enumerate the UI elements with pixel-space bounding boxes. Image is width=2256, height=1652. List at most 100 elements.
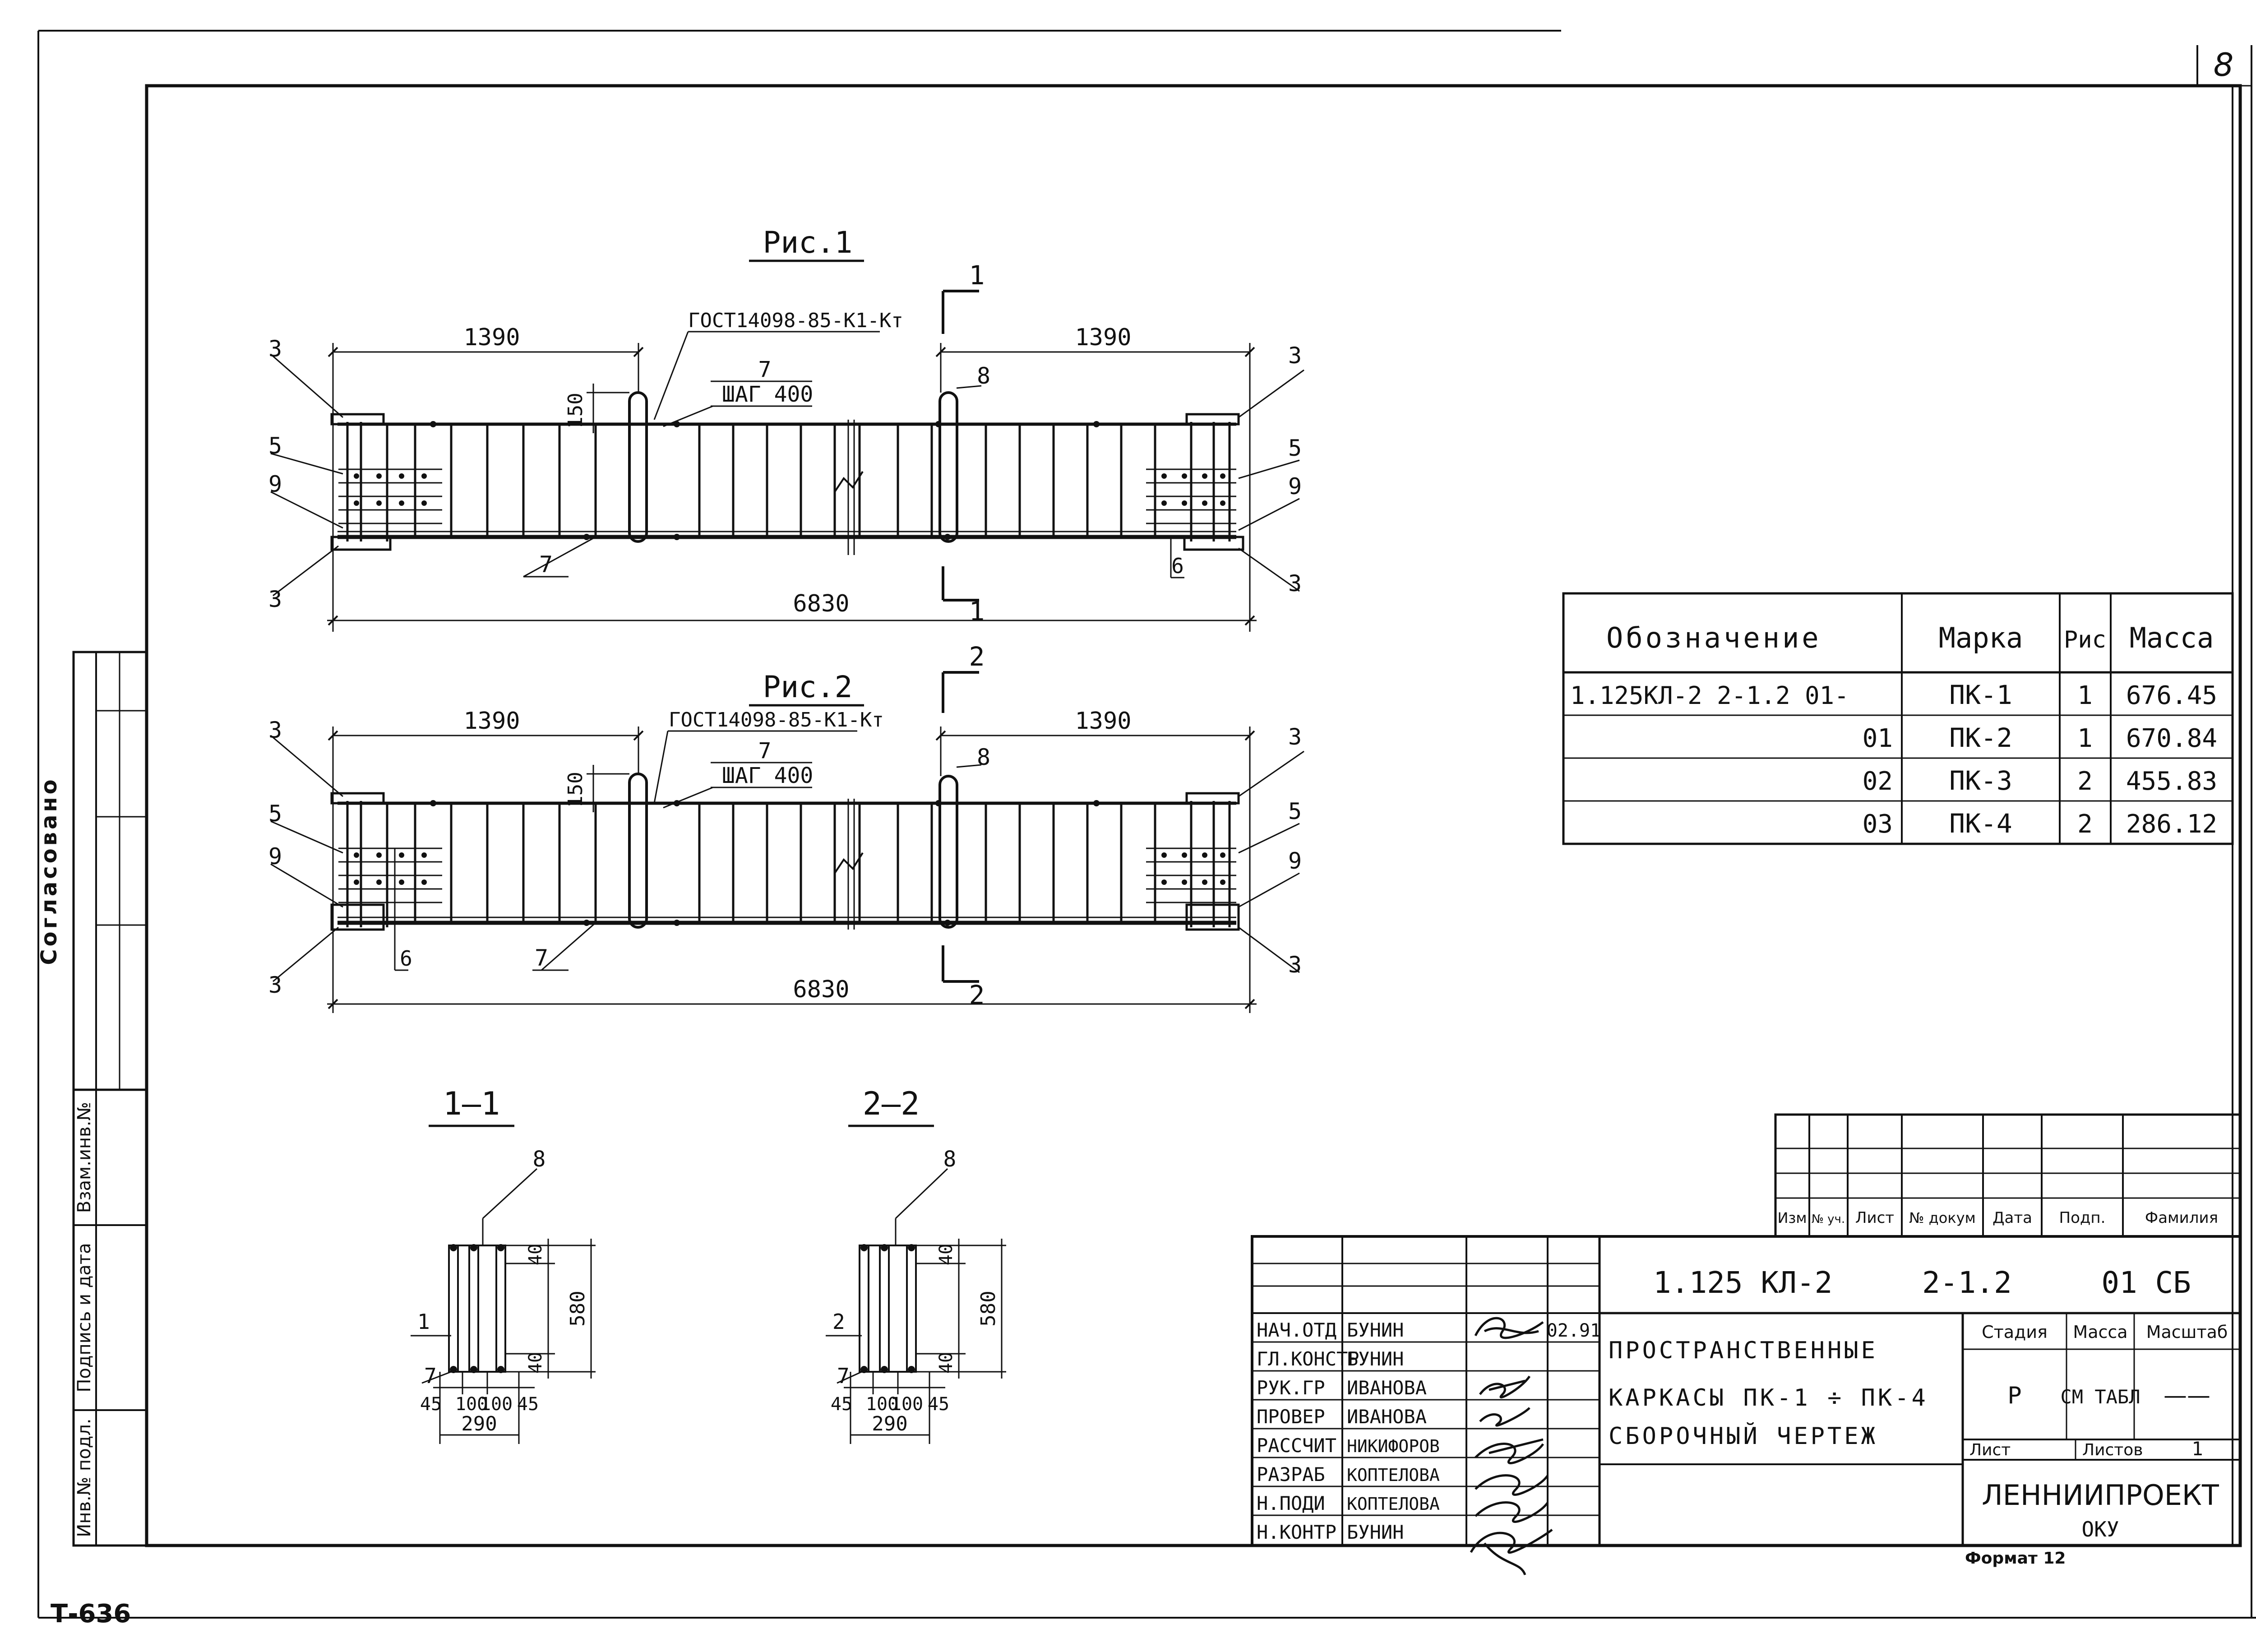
sec2-pos2: 2 bbox=[832, 1310, 845, 1334]
fig2-pos6: 6 bbox=[400, 946, 412, 971]
fig2-pos3-bl: 3 bbox=[268, 972, 282, 998]
sec2-title: 2—2 bbox=[863, 1085, 920, 1122]
format-label: Формат 12 bbox=[1965, 1549, 2066, 1568]
sec1-pos1: 1 bbox=[417, 1310, 430, 1334]
fig2-pos3-br: 3 bbox=[1288, 952, 1302, 978]
figure-1: Рис.1 bbox=[268, 225, 1304, 632]
sec1-d290: 290 bbox=[461, 1412, 497, 1435]
fig2-dim-left: 1390 bbox=[463, 708, 520, 735]
role-2: ГЛ.КОНСТР bbox=[1257, 1348, 1359, 1370]
fig1-stirrups bbox=[346, 422, 1231, 541]
spec-row1-fig: 1 bbox=[2077, 681, 2093, 710]
sec1-title: 1—1 bbox=[443, 1085, 500, 1122]
name-7: КОПТЕЛОВА bbox=[1347, 1494, 1440, 1514]
fig1-pos9-r: 9 bbox=[1288, 473, 1302, 500]
stage-value: Р bbox=[2007, 1382, 2021, 1409]
fig1-note-step: ШАГ 400 bbox=[722, 382, 813, 407]
sec2-d580: 580 bbox=[977, 1291, 1000, 1326]
spec-row1-mass: 676.45 bbox=[2126, 681, 2217, 710]
spec-row4-fig: 2 bbox=[2077, 810, 2093, 839]
sec2-d100b: 100 bbox=[891, 1394, 923, 1415]
sheet-label: Лист bbox=[1969, 1441, 2011, 1459]
section-2-2: 2—2 8 2 7 40 580 40 45 100 100 45 290 bbox=[826, 1085, 1006, 1444]
role-7: Н.ПОДИ bbox=[1257, 1492, 1325, 1514]
fig1-dim-total: 6830 bbox=[793, 590, 849, 617]
spec-header-mark: Марка bbox=[1939, 621, 2023, 654]
stamp-inv-orig: Инв.№ подл. bbox=[74, 1418, 95, 1537]
fig2-stirrups bbox=[346, 801, 1231, 927]
fig2-pos7-bottom: 7 bbox=[535, 945, 548, 971]
name-1: БУНИН bbox=[1347, 1319, 1404, 1341]
spec-header-fig: Рис bbox=[2064, 626, 2106, 653]
sec1-d100b: 100 bbox=[480, 1394, 513, 1415]
sec1-pos7: 7 bbox=[424, 1364, 437, 1388]
sheets-label: Листов bbox=[2082, 1441, 2143, 1459]
fig1-pos5-r: 5 bbox=[1288, 435, 1302, 461]
sign-date: 02.91 bbox=[1547, 1320, 1601, 1341]
fig1-pos5-l: 5 bbox=[268, 433, 282, 459]
fig1-dim-150: 150 bbox=[564, 393, 587, 428]
name-8: БУНИН bbox=[1347, 1521, 1404, 1543]
fig2-pos5-l: 5 bbox=[268, 801, 282, 827]
role-5: РАССЧИТ bbox=[1257, 1435, 1336, 1457]
fig2-cut-bottom: 2 bbox=[969, 980, 985, 1010]
section-1-1: 1—1 8 1 7 40 580 40 45 100 100 45 290 bbox=[411, 1085, 596, 1444]
fig1-pos3-bl: 3 bbox=[268, 586, 282, 612]
title-line-3: СБОРОЧНЫЙ ЧЕРТЕЖ bbox=[1609, 1422, 1878, 1450]
figure-2: Рис.2 bbox=[268, 641, 1304, 1013]
role-6: РАЗРАБ bbox=[1257, 1463, 1325, 1485]
fig1-cut-top: 1 bbox=[969, 260, 985, 291]
fig1-dim-left: 1390 bbox=[463, 324, 520, 351]
sec1-d40b: 40 bbox=[525, 1352, 546, 1374]
signature-scribbles bbox=[1470, 1317, 1553, 1575]
fig1-pos3-tr: 3 bbox=[1288, 342, 1302, 369]
spec-row2-mark: ПК-2 bbox=[1949, 722, 2012, 753]
name-4: ИВАНОВА bbox=[1347, 1406, 1427, 1428]
spec-row2-fig: 1 bbox=[2077, 724, 2093, 753]
org-name: ЛЕННИИПРОЕКТ bbox=[1982, 1479, 2219, 1512]
spec-row3-designation: 02 bbox=[1863, 767, 1893, 796]
rev-header-izm: Изм bbox=[1777, 1209, 1807, 1226]
role-3: РУК.ГР bbox=[1257, 1377, 1325, 1399]
role-1: НАЧ.ОТД bbox=[1257, 1319, 1336, 1341]
fig1-title: Рис.1 bbox=[763, 225, 853, 260]
rev-header-sign: Подп. bbox=[2059, 1209, 2106, 1227]
spec-row1-designation: 1.125КЛ-2 2-1.2 01- bbox=[1570, 681, 1849, 710]
stamp-agreed: Согласовано bbox=[37, 777, 62, 965]
sec2-d40b: 40 bbox=[936, 1352, 957, 1374]
name-2: БУНИН bbox=[1347, 1348, 1404, 1370]
fig2-pos3-tr: 3 bbox=[1288, 724, 1302, 750]
spec-row2-mass: 670.84 bbox=[2126, 724, 2217, 753]
fig1-dim-right: 1390 bbox=[1075, 324, 1131, 351]
spec-row2-designation: 01 bbox=[1863, 724, 1893, 753]
rev-header-name: Фамилия bbox=[2145, 1209, 2218, 1227]
fig1-note-pos: 7 bbox=[758, 357, 772, 382]
spec-row4-mark: ПК-4 bbox=[1949, 808, 2012, 839]
spec-table bbox=[1562, 592, 2234, 845]
archive-number: Т-636 bbox=[51, 1599, 131, 1629]
mass-label: Масса bbox=[2073, 1322, 2127, 1342]
spec-row1-mark: ПК-1 bbox=[1949, 680, 2012, 710]
spec-row3-fig: 2 bbox=[2077, 767, 2093, 796]
title-block-grid bbox=[1251, 1113, 2242, 1547]
org-dept: ОКУ bbox=[2081, 1517, 2119, 1541]
fig2-note-pos: 7 bbox=[758, 738, 772, 764]
name-6: КОПТЕЛОВА bbox=[1347, 1465, 1440, 1485]
sheet-frames bbox=[37, 30, 2256, 1619]
doc-code: 1.125 КЛ-2 2-1.2 01 СБ bbox=[1653, 1265, 2191, 1300]
name-3: ИВАНОВА bbox=[1347, 1377, 1427, 1399]
sec2-d100a: 100 bbox=[866, 1394, 898, 1415]
fig2-pos5-r: 5 bbox=[1288, 798, 1302, 824]
sec2-d40a: 40 bbox=[936, 1244, 957, 1265]
fig2-dim-total: 6830 bbox=[793, 976, 849, 1003]
scale-value: —— bbox=[2164, 1382, 2210, 1409]
sec1-d40a: 40 bbox=[525, 1244, 546, 1265]
spec-row4-mass: 286.12 bbox=[2126, 810, 2217, 839]
scale-label: Масштаб bbox=[2146, 1322, 2228, 1342]
sec2-pos7: 7 bbox=[837, 1364, 850, 1388]
spec-row4-designation: 03 bbox=[1863, 810, 1893, 839]
spec-header-mass: Масса bbox=[2130, 621, 2214, 654]
fig2-pos8: 8 bbox=[977, 744, 990, 770]
fig2-note-gost: ГОСТ14098-85-К1-Кт bbox=[669, 708, 884, 731]
stamp-sign-date: Подпись и дата bbox=[74, 1243, 95, 1392]
